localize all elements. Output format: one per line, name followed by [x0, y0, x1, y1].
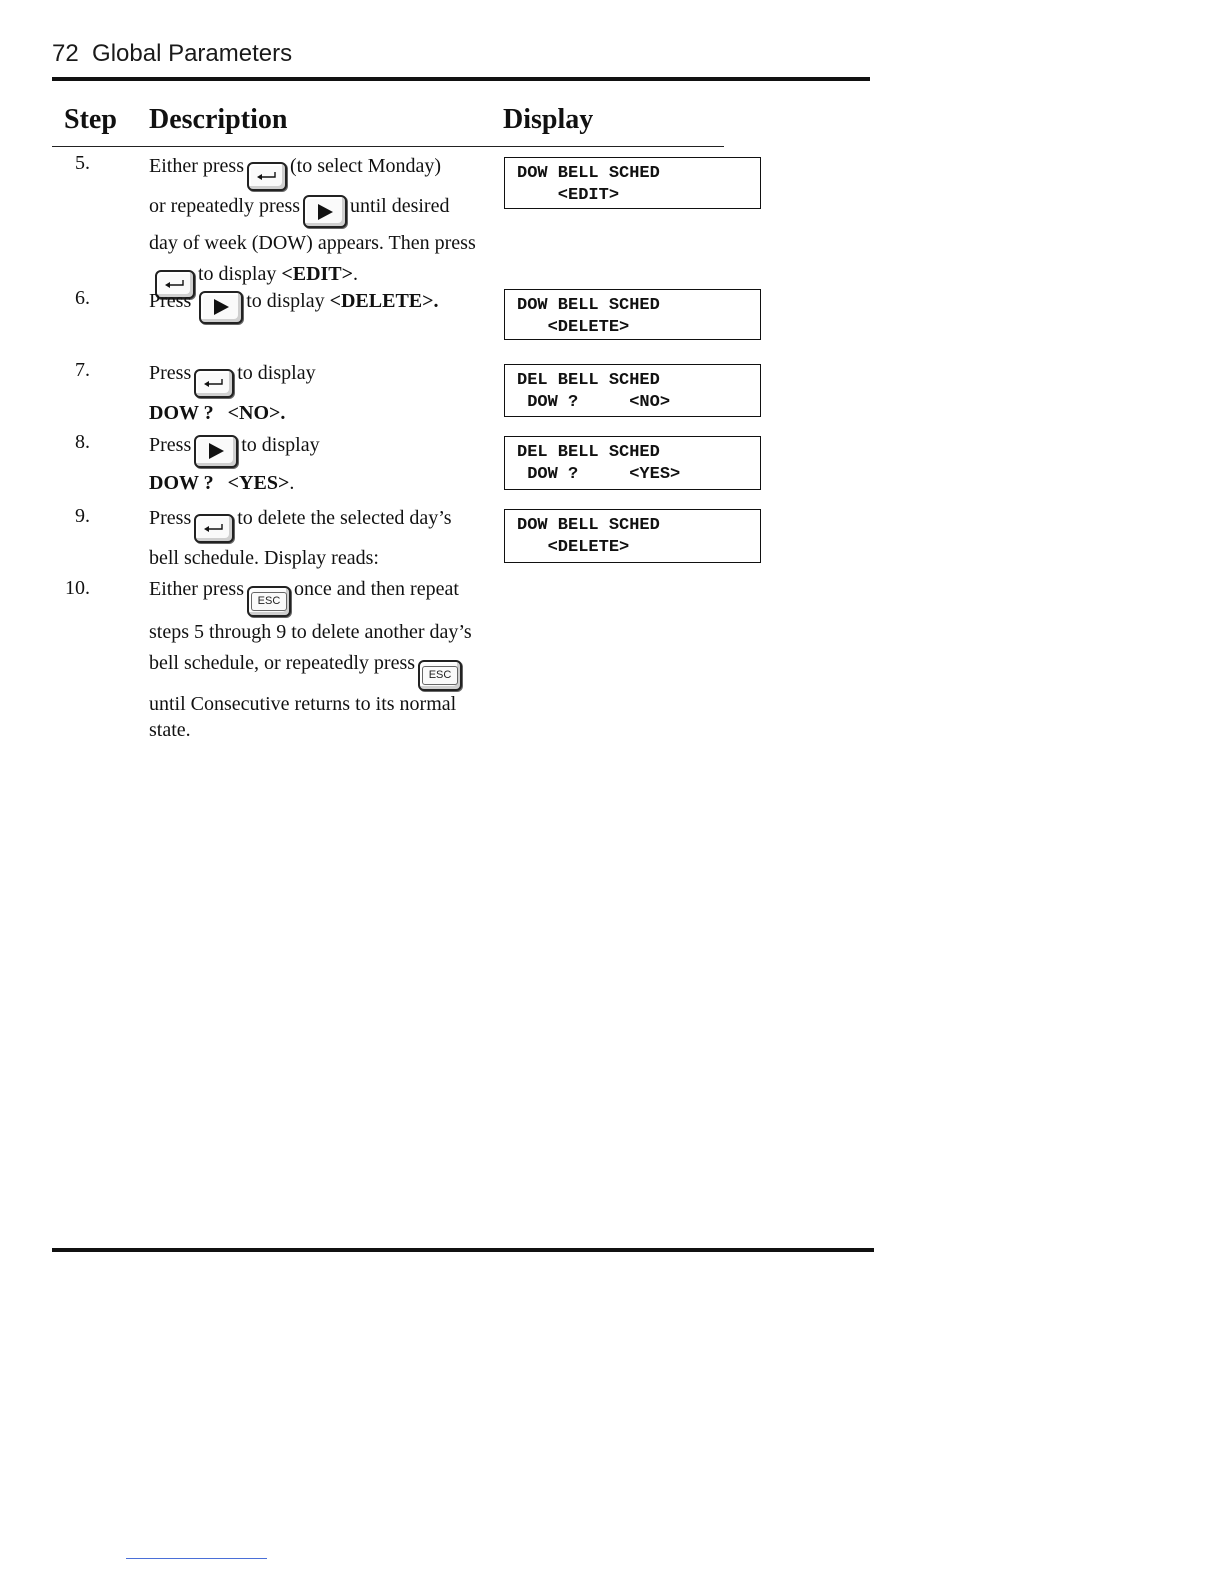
step-text-bold: <YES> — [227, 471, 290, 494]
step-description: Press to display <DELETE>. — [149, 286, 484, 324]
step-text: steps 5 through 9 to delete another day’… — [149, 621, 472, 643]
enter-key-icon — [246, 161, 287, 191]
step-text: state. — [149, 719, 191, 741]
step-text: (to select Monday) — [289, 155, 442, 177]
lcd-display: DOW BELL SCHED <DELETE> — [504, 509, 761, 563]
step-description: Press to delete the selected day’s bell s… — [149, 503, 484, 574]
lcd-line: DEL BELL SCHED — [517, 371, 660, 390]
enter-key-icon — [155, 269, 195, 299]
step-text: until Consecutive returns to its normal — [149, 693, 457, 715]
column-header-step: Step — [64, 104, 117, 135]
lcd-display: DEL BELL SCHED DOW ? <YES> — [504, 436, 761, 490]
step-text: Press — [149, 434, 192, 456]
esc-key-icon: ESC — [418, 660, 463, 691]
lcd-display: DOW BELL SCHED <DELETE> — [504, 289, 761, 340]
step-text: . — [353, 263, 359, 285]
step-text: once and then repeat — [293, 578, 459, 600]
step-text-bold: DOW ? — [149, 401, 214, 424]
lcd-line: <DELETE> — [517, 538, 630, 557]
column-header-display: Display — [503, 104, 594, 135]
step-description: Press to display DOW ? <NO>. — [149, 358, 484, 429]
esc-key-label: ESC — [421, 666, 459, 685]
page-title: 72 Global Parameters — [52, 40, 293, 67]
step-text: or repeatedly press — [149, 194, 301, 217]
step-number: 5. — [75, 152, 90, 174]
step-text: day of week (DOW) appears. Then press — [149, 232, 476, 254]
step-text-bold: <DELETE>. — [329, 290, 439, 312]
lcd-line: DOW BELL SCHED — [517, 516, 660, 535]
step-description: Press to display DOW ? <YES>. — [149, 430, 484, 499]
lcd-line: <EDIT> — [517, 186, 620, 205]
step-text: until desired — [350, 194, 450, 217]
step-text: Either press — [149, 155, 244, 177]
step-text: to display — [246, 290, 325, 312]
step-number: 8. — [75, 431, 90, 453]
lcd-line: DEL BELL SCHED — [517, 443, 660, 462]
right-arrow-key-icon — [199, 290, 244, 324]
lcd-line: <DELETE> — [517, 318, 630, 337]
step-text-bold: <EDIT> — [281, 263, 354, 285]
header-rule — [52, 77, 870, 81]
step-text: to display — [241, 434, 320, 456]
step-number: 9. — [75, 505, 90, 527]
step-text: to delete the selected day’s — [237, 507, 452, 529]
lcd-line: DOW BELL SCHED — [517, 296, 660, 315]
step-number: 7. — [75, 359, 90, 381]
step-number: 10. — [65, 577, 90, 599]
step-text: Either press — [149, 578, 244, 600]
right-arrow-key-icon — [194, 434, 239, 468]
step-text: bell schedule. Display reads: — [149, 546, 379, 569]
step-text: Press — [149, 290, 192, 312]
step-description: Either press (to select Monday) or repeat… — [149, 151, 484, 299]
footer-link-underline — [126, 1558, 267, 1559]
enter-key-icon — [194, 513, 235, 543]
column-header-rule — [52, 146, 724, 147]
lcd-line: DOW ? <YES> — [517, 465, 681, 484]
step-text: bell schedule, or repeatedly press — [149, 652, 416, 674]
column-header-description: Description — [149, 104, 288, 135]
step-text: Press — [149, 362, 192, 384]
step-text: to display — [237, 362, 316, 384]
lcd-line: DOW ? <NO> — [517, 393, 671, 412]
lcd-display: DOW BELL SCHED <EDIT> — [504, 157, 761, 209]
footer-rule — [52, 1248, 874, 1252]
step-text-bold: <NO>. — [227, 401, 286, 424]
lcd-line: DOW BELL SCHED — [517, 164, 660, 183]
right-arrow-key-icon — [303, 195, 348, 228]
enter-key-icon — [194, 368, 235, 398]
step-text: Press — [149, 507, 192, 529]
step-number: 6. — [75, 287, 90, 309]
esc-key-icon: ESC — [246, 586, 291, 617]
step-text-bold: DOW ? — [149, 471, 214, 494]
esc-key-label: ESC — [250, 592, 288, 611]
lcd-display: DEL BELL SCHED DOW ? <NO> — [504, 364, 761, 417]
step-text: to display — [198, 263, 277, 285]
step-text: . — [289, 471, 295, 494]
